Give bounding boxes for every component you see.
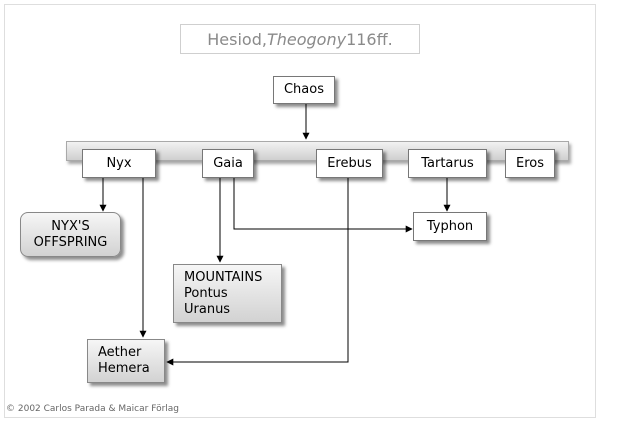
node-tartarus: Tartarus: [408, 149, 487, 178]
title-prefix: Hesiod,: [207, 29, 267, 49]
node-eros: Eros: [505, 149, 555, 178]
node-mountains: MOUNTAINS Pontus Uranus: [173, 264, 282, 323]
edge-gaia-typhon: [233, 178, 413, 233]
title-work: Theogony: [266, 29, 347, 49]
node-nyx-offspring: NYX'S OFFSPRING: [20, 212, 121, 257]
edge-erebus-aether: [166, 178, 349, 366]
copyright-footer: © 2002 Carlos Parada & Maicar Förlag: [6, 404, 179, 414]
diagram-title: Hesiod, Theogony 116ff.: [180, 24, 420, 54]
node-chaos: Chaos: [273, 76, 335, 104]
node-gaia: Gaia: [202, 149, 254, 178]
node-erebus: Erebus: [316, 149, 383, 178]
node-nyx: Nyx: [82, 149, 156, 178]
node-typhon: Typhon: [413, 212, 487, 241]
title-suffix: 116ff.: [346, 29, 393, 49]
node-aether-hemera: Aether Hemera: [87, 339, 165, 383]
